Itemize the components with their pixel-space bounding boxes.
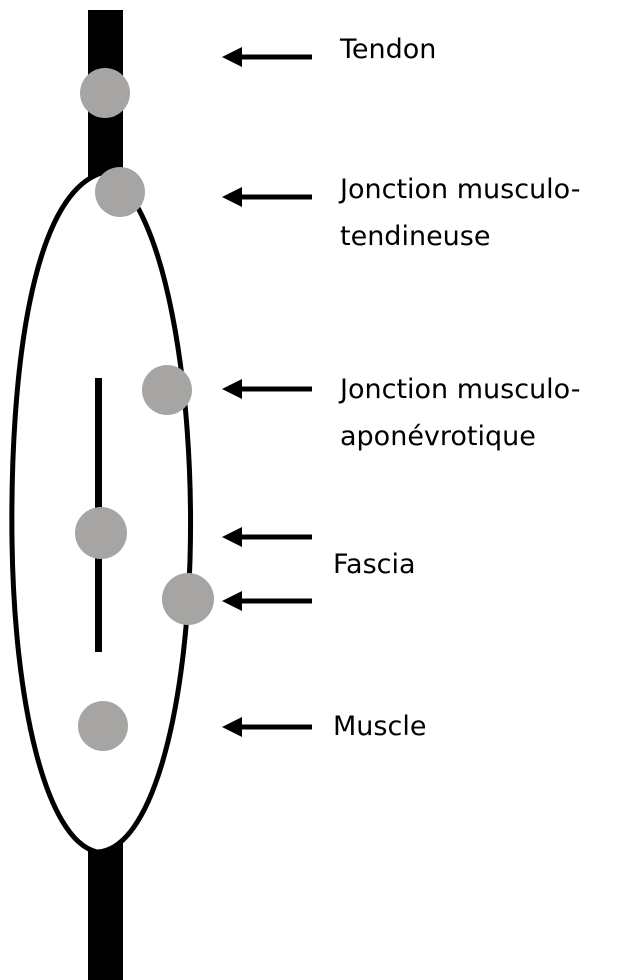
marker-fascia-inner	[75, 507, 127, 559]
marker-maj	[142, 365, 192, 415]
arrow-tendon	[222, 47, 312, 67]
arrow-fascia-lower	[222, 591, 312, 611]
marker-muscle	[78, 701, 128, 751]
arrow-mtj	[222, 187, 312, 207]
arrow-fascia-upper	[222, 527, 312, 547]
label-tendon: Tendon	[340, 30, 436, 70]
marker-fascia-outer	[162, 573, 214, 625]
arrow-maj	[222, 379, 312, 399]
label-maj-line2: aponévrotique	[340, 417, 536, 457]
label-mtj-line1: Jonction musculo-	[340, 170, 580, 210]
marker-mtj	[95, 167, 145, 217]
arrow-muscle	[222, 717, 312, 737]
label-muscle: Muscle	[333, 707, 426, 747]
label-maj-line1: Jonction musculo-	[340, 370, 580, 410]
marker-tendon	[80, 68, 130, 118]
label-mtj-line2: tendineuse	[340, 217, 490, 257]
tendon-bottom	[88, 838, 123, 980]
label-fascia: Fascia	[333, 545, 416, 585]
